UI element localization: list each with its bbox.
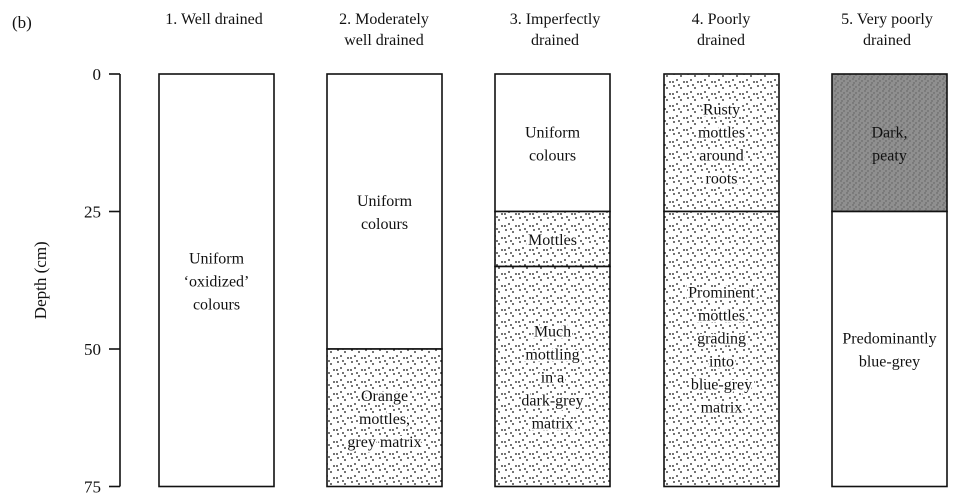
horizon-label: Orange <box>361 388 408 405</box>
tick-label: 75 <box>84 478 101 497</box>
column-heading: 2. Moderately <box>339 11 429 28</box>
horizon-label: peaty <box>872 147 907 164</box>
horizon-label: Uniform <box>189 250 245 267</box>
horizon-label: colours <box>529 147 576 164</box>
horizon-label: roots <box>706 170 738 187</box>
horizon-layer <box>831 210 948 488</box>
horizon-label: ‘oxidized’ <box>184 273 250 290</box>
horizon-label: blue-grey <box>859 354 920 371</box>
column-heading: drained <box>697 32 745 49</box>
horizon-label: Uniform <box>525 124 581 141</box>
column-heading: drained <box>863 32 911 49</box>
horizon-label: Rusty <box>703 101 740 118</box>
horizon-label: colours <box>361 216 408 233</box>
horizon-label: matrix <box>701 400 743 417</box>
tick-label: 50 <box>84 340 101 359</box>
horizon-layer <box>494 265 611 488</box>
horizon-layer <box>494 73 611 213</box>
tick-label: 25 <box>84 203 101 222</box>
horizon-layer <box>158 73 275 488</box>
column-heading: 5. Very poorly <box>841 11 933 28</box>
axis-title: Depth (cm) <box>31 241 50 319</box>
horizon-label: Predominantly <box>842 331 936 348</box>
column-heading: 3. Imperfectly <box>510 11 601 28</box>
horizon-label: mottles <box>698 124 745 141</box>
horizon-label: in a <box>541 370 565 387</box>
column-heading: 4. Poorly <box>692 11 751 28</box>
horizon-label: Mottles <box>528 232 577 249</box>
horizon-label: mottles <box>698 308 745 325</box>
horizon-label: colours <box>193 296 240 313</box>
horizon-label: Prominent <box>688 285 755 302</box>
column-heading: 1. Well drained <box>165 11 263 28</box>
horizon-label: grey matrix <box>347 434 421 451</box>
horizon-label: mottles, <box>359 411 410 428</box>
horizon-label: grading <box>697 331 746 348</box>
horizon-label: Dark, <box>872 124 908 141</box>
tick-label: 0 <box>93 65 102 84</box>
horizon-label: Uniform <box>357 193 413 210</box>
horizon-layer <box>831 73 948 213</box>
horizon-label: around <box>699 147 743 164</box>
horizon-label: Much <box>534 324 571 341</box>
depth-axis: 0 25 50 75 Depth (cm) <box>31 65 121 497</box>
column-heading: well drained <box>344 32 424 49</box>
panel-label: (b) <box>12 13 32 32</box>
horizon-label: into <box>709 354 734 371</box>
horizon-label: matrix <box>532 416 574 433</box>
horizon-layer <box>326 73 443 350</box>
horizon-layer <box>663 73 780 213</box>
column-heading: drained <box>531 32 579 49</box>
horizon-label: blue-grey <box>691 377 752 394</box>
horizon-label: mottling <box>525 347 579 364</box>
horizon-layer <box>494 210 611 268</box>
horizon-layer <box>663 210 780 488</box>
horizon-layer <box>326 348 443 488</box>
horizon-label: dark-grey <box>521 393 583 410</box>
